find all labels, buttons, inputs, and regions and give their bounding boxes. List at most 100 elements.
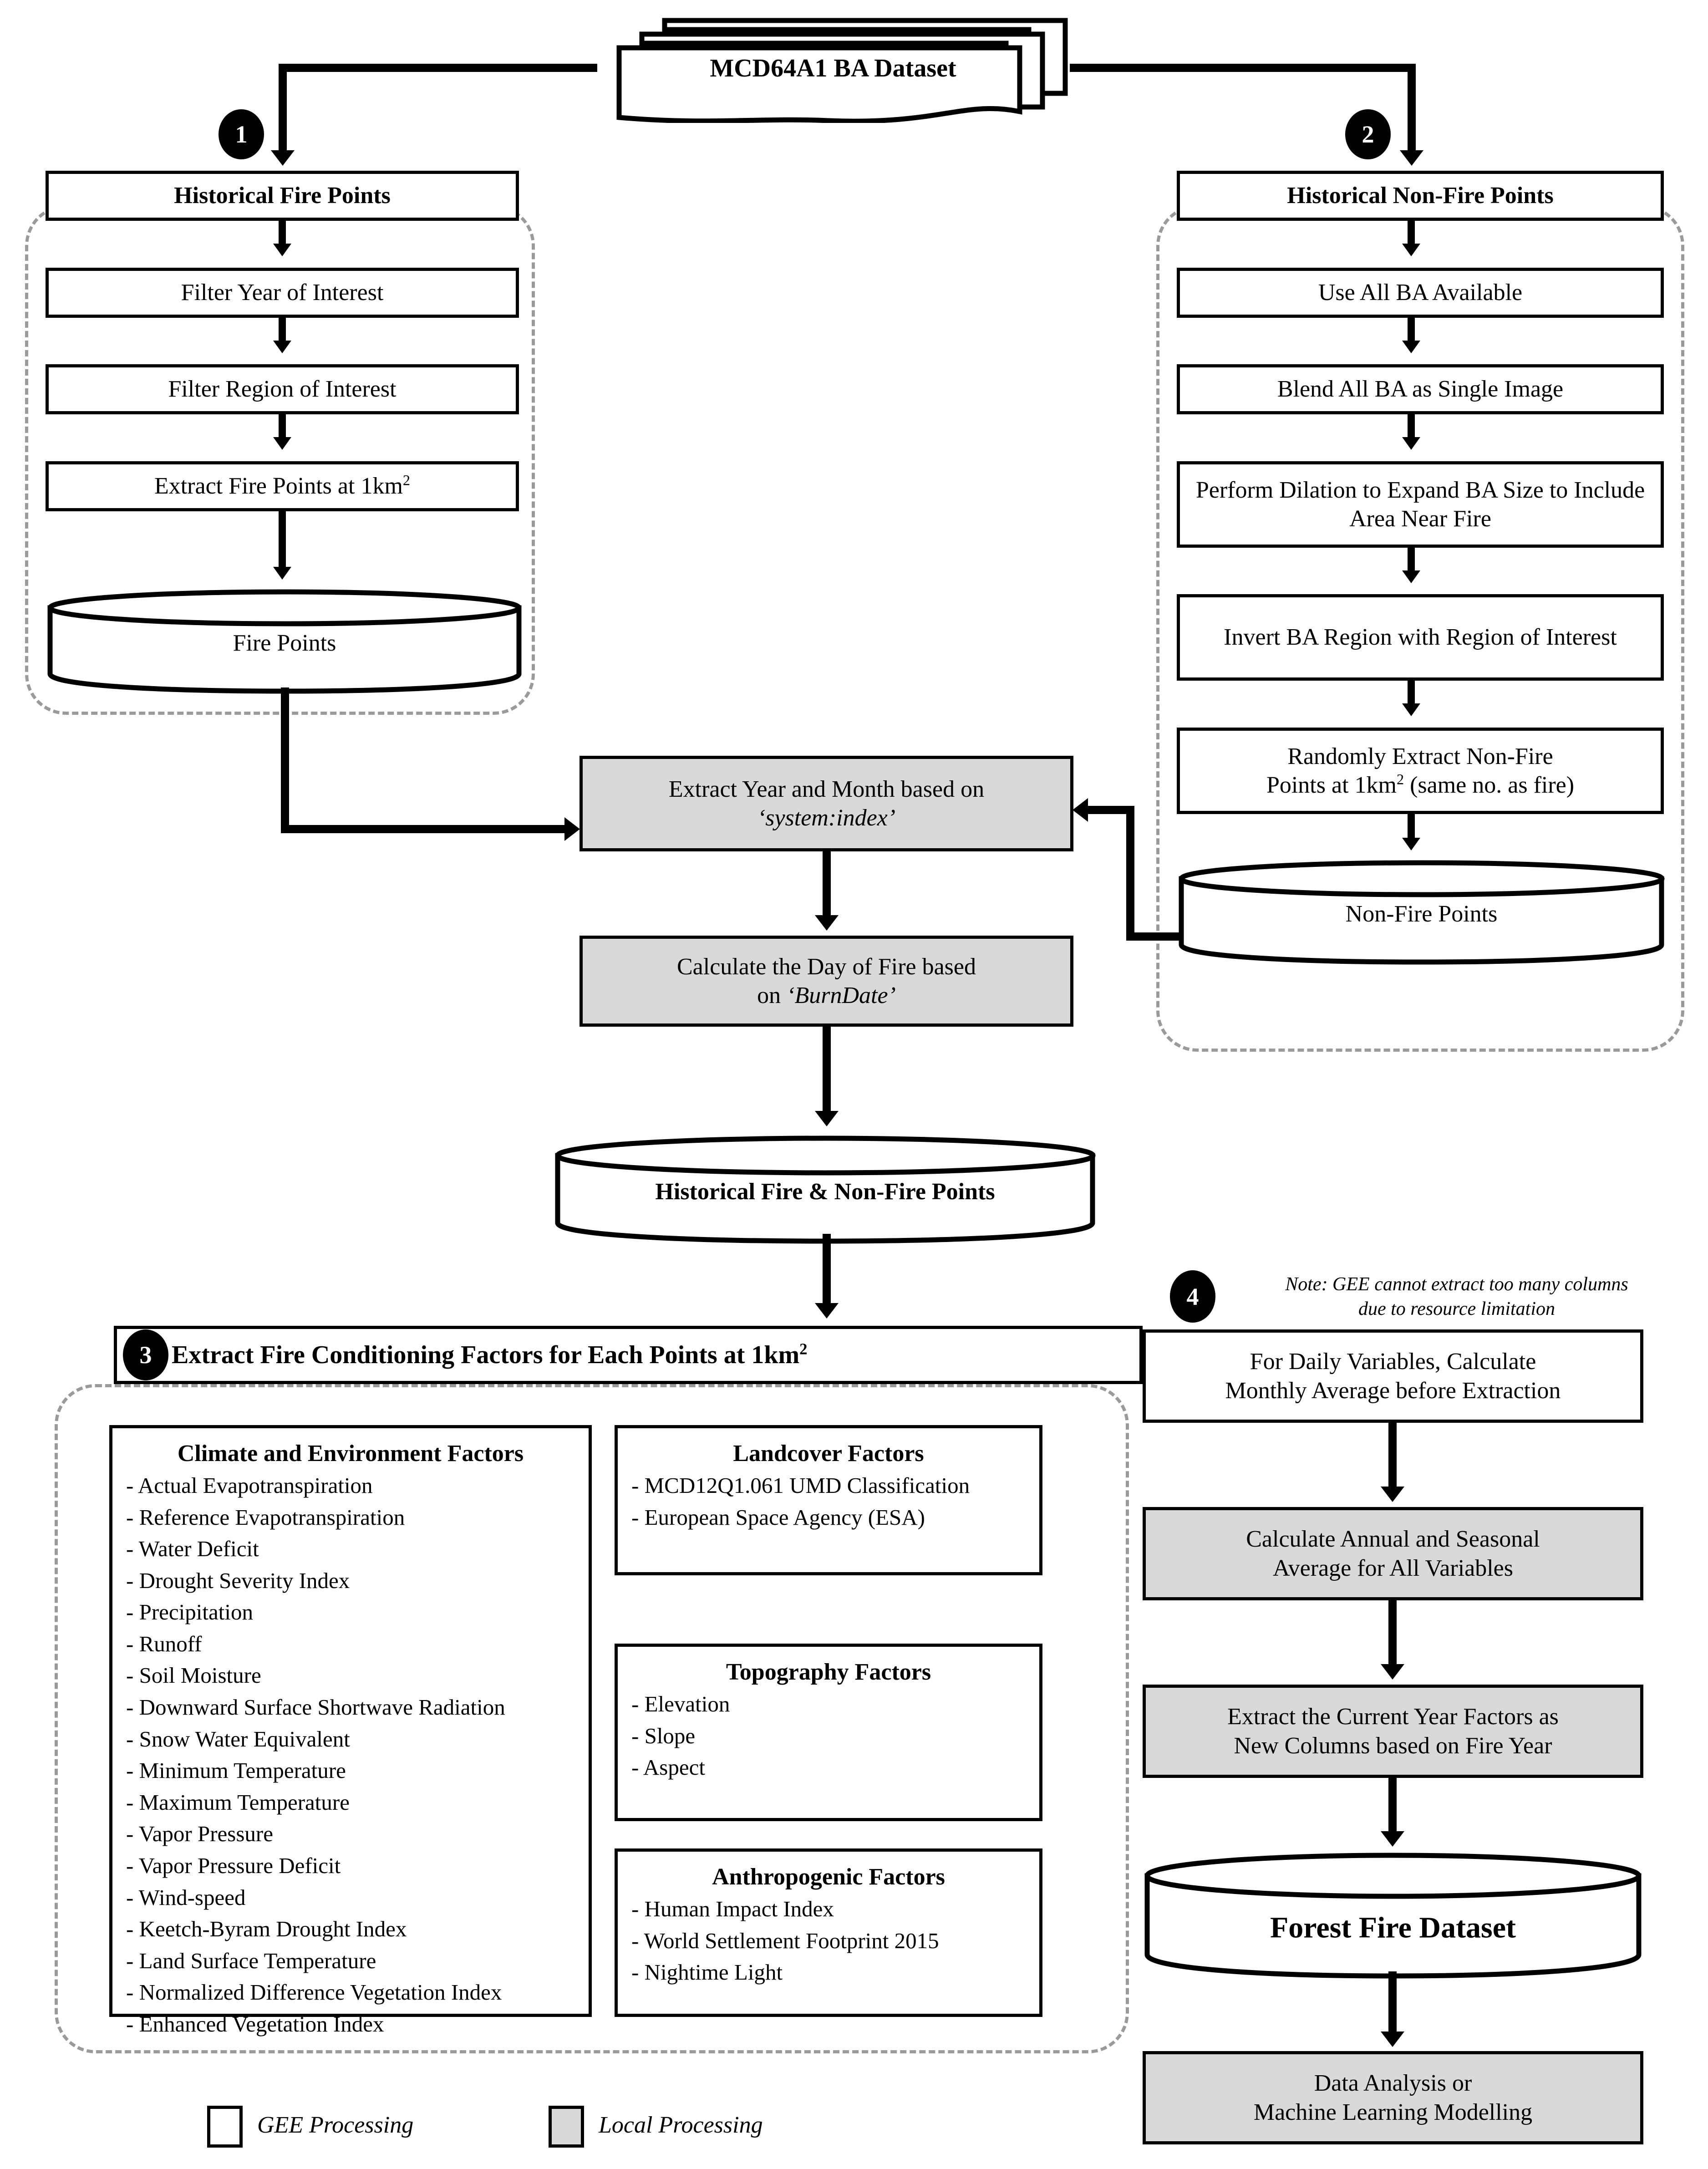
node-extract-fire-points: Extract Fire Points at 1km2: [46, 461, 519, 511]
legend-swatch-gee: [207, 2106, 243, 2148]
arrow-s4-1: [1381, 1487, 1404, 1502]
list-item: - Drought Severity Index: [126, 1568, 350, 1593]
line-nf-1: [1408, 221, 1415, 247]
line-merge-2: [823, 1027, 831, 1115]
section4-note-line2: due to resource limitation: [1358, 1298, 1555, 1319]
list-item: - Minimum Temperature: [126, 1758, 346, 1783]
arrow-nf-2: [1402, 341, 1420, 353]
bus-line-left: [279, 64, 597, 72]
line-nf-2: [1408, 318, 1415, 344]
node-extract-current-year: Extract the Current Year Factors as New …: [1143, 1685, 1643, 1778]
line-fire-out-h: [281, 825, 568, 833]
node-annual-seasonal-average: Calculate Annual and Seasonal Average fo…: [1143, 1507, 1643, 1600]
list-item: - Runoff: [126, 1631, 202, 1656]
legend-label-local: Local Processing: [599, 2112, 763, 2138]
list-item: - Reference Evapotranspiration: [126, 1504, 405, 1530]
node-filter-region: Filter Region of Interest: [46, 364, 519, 414]
node-perform-dilation: Perform Dilation to Expand BA Size to In…: [1177, 461, 1664, 548]
list-item: - European Space Agency (ESA): [631, 1504, 925, 1530]
list-item: - Slope: [631, 1723, 696, 1748]
datastore-nonfire-points: Non-Fire Points: [1177, 858, 1666, 965]
panel-topography-title: Topography Factors: [726, 1659, 931, 1685]
line-merge-1: [823, 851, 831, 919]
panel-topography-list: - Elevation - Slope - Aspect: [631, 1688, 1026, 1783]
arrow-merge-3: [815, 1303, 839, 1319]
node-extract-year-month: Extract Year and Month based on ‘system:…: [580, 756, 1073, 851]
list-item: - Snow Water Equivalent: [126, 1726, 350, 1751]
list-item: - Vapor Pressure: [126, 1821, 273, 1847]
node-data-analysis-ml-label: Data Analysis or Machine Learning Modell…: [1253, 2070, 1533, 2125]
line-merge-3: [823, 1234, 831, 1309]
node-calculate-day-of-fire-label: Calculate the Day of Fire based on ‘Burn…: [677, 953, 976, 1008]
drop-line-right: [1408, 64, 1416, 153]
badge-step-1: 1: [219, 109, 264, 159]
line-s4-3: [1388, 1778, 1397, 1835]
list-item: - Keetch-Byram Drought Index: [126, 1916, 407, 1942]
arrow-nf-4: [1402, 570, 1420, 583]
line-nf-out-h1: [1126, 932, 1181, 941]
panel-climate-list: - Actual Evapotranspiration - Reference …: [126, 1470, 575, 2040]
arrow-nf-3: [1402, 437, 1420, 450]
node-daily-monthly-average-label: For Daily Variables, Calculate Monthly A…: [1225, 1349, 1561, 1404]
arrow-nf-6: [1402, 838, 1420, 850]
datastore-historical-combined: Historical Fire & Non-Fire Points: [553, 1134, 1097, 1245]
badge-step-3: 3: [123, 1329, 168, 1380]
panel-topography-factors: Topography Factors - Elevation - Slope -…: [615, 1644, 1042, 1821]
node-annual-seasonal-average-label: Calculate Annual and Seasonal Average fo…: [1246, 1526, 1540, 1581]
drop-line-left: [279, 64, 287, 153]
arrow-nonfire-to-merge: [1073, 798, 1088, 822]
list-item: - Water Deficit: [126, 1536, 259, 1562]
badge-step-2: 2: [1345, 109, 1391, 159]
node-blend-ba: Blend All BA as Single Image: [1177, 364, 1664, 414]
arrow-fire-3: [273, 437, 291, 450]
section4-note-line1: Note: GEE cannot extract too many column…: [1285, 1274, 1628, 1295]
panel-climate-title: Climate and Environment Factors: [177, 1441, 524, 1466]
section3-header: Extract Fire Conditioning Factors for Ea…: [114, 1326, 1143, 1384]
section3-header-label: Extract Fire Conditioning Factors for Ea…: [172, 1340, 808, 1369]
panel-anthropogenic-title: Anthropogenic Factors: [712, 1864, 945, 1890]
line-fire-2: [279, 318, 286, 344]
line-nf-3: [1408, 414, 1415, 441]
list-item: - Elevation: [631, 1691, 730, 1716]
list-item: - Maximum Temperature: [126, 1789, 350, 1815]
node-invert-ba: Invert BA Region with Region of Interest: [1177, 594, 1664, 681]
line-s4-4: [1388, 1971, 1397, 2035]
line-nf-out-h2: [1088, 806, 1134, 814]
line-nf-out-v: [1126, 806, 1134, 941]
source-document-stack: MCD64A1 BA Dataset: [592, 9, 1074, 123]
node-historical-fire-points: Historical Fire Points: [46, 171, 519, 221]
arrow-s4-4: [1381, 2032, 1404, 2047]
node-filter-year: Filter Year of Interest: [46, 268, 519, 318]
panel-landcover-title: Landcover Factors: [733, 1441, 924, 1466]
list-item: - Precipitation: [126, 1599, 253, 1625]
arrow-fire-to-merge: [564, 817, 580, 841]
panel-climate-factors: Climate and Environment Factors - Actual…: [109, 1425, 592, 2037]
arrow-to-fire-branch: [271, 150, 295, 166]
list-item: - Land Surface Temperature: [126, 1948, 376, 1973]
list-item: - Aspect: [631, 1755, 705, 1780]
list-item: - Human Impact Index: [631, 1896, 834, 1921]
section4-note: Note: GEE cannot extract too many column…: [1229, 1273, 1684, 1322]
node-use-all-ba: Use All BA Available: [1177, 268, 1664, 318]
panel-anthropogenic-list: - Human Impact Index - World Settlement …: [631, 1893, 1026, 1988]
list-item: - Nightime Light: [631, 1960, 783, 1985]
arrow-s4-3: [1381, 1831, 1404, 1847]
list-item: - MCD12Q1.061 UMD Classification: [631, 1473, 970, 1498]
panel-landcover-list: - MCD12Q1.061 UMD Classification - Europ…: [631, 1470, 1026, 1533]
list-item: - Downward Surface Shortwave Radiation: [126, 1695, 505, 1720]
node-daily-monthly-average: For Daily Variables, Calculate Monthly A…: [1143, 1329, 1643, 1423]
arrow-to-nonfire-branch: [1400, 150, 1423, 166]
line-nf-4: [1408, 548, 1415, 574]
list-item: - Vapor Pressure Deficit: [126, 1853, 341, 1878]
node-calculate-day-of-fire: Calculate the Day of Fire based on ‘Burn…: [580, 936, 1073, 1027]
line-s4-2: [1388, 1600, 1397, 1668]
panel-anthropogenic-factors: Anthropogenic Factors - Human Impact Ind…: [615, 1848, 1042, 2017]
arrow-fire-4: [273, 567, 291, 580]
arrow-nf-1: [1402, 244, 1420, 256]
panel-landcover-factors: Landcover Factors - MCD12Q1.061 UMD Clas…: [615, 1425, 1042, 1575]
arrow-s4-2: [1381, 1664, 1404, 1680]
line-fire-out-v: [281, 687, 289, 833]
legend-label-gee: GEE Processing: [257, 2112, 414, 2138]
